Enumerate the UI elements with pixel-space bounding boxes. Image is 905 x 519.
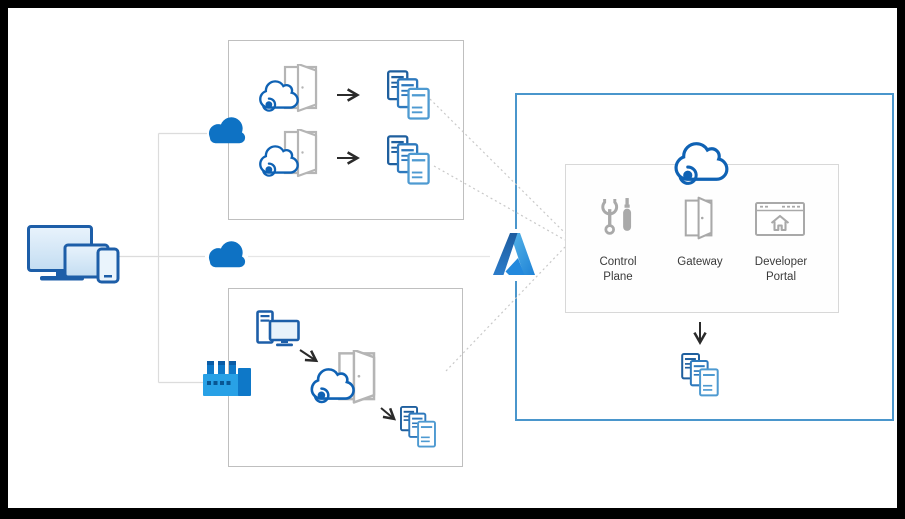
developer-portal-label: Developer Portal	[754, 256, 808, 283]
tools-icon	[600, 196, 637, 238]
azure-logo	[493, 233, 535, 275]
api-stack-icon	[387, 135, 431, 189]
door-icon	[683, 196, 716, 240]
api-management-cloud-icon	[673, 139, 730, 186]
gateway-label: Gateway	[677, 256, 723, 268]
desktop-computer-icon	[256, 310, 300, 348]
browser-home-icon	[755, 202, 805, 236]
cloud-icon	[206, 240, 249, 268]
devices-icon	[27, 225, 120, 291]
factory-icon	[202, 360, 252, 400]
self-hosted-gateway-icon	[308, 350, 382, 408]
cloud-icon	[206, 116, 249, 144]
api-stack-icon	[681, 353, 720, 400]
self-hosted-gateway-icon	[258, 129, 322, 181]
api-stack-icon	[400, 406, 437, 451]
api-stack-icon	[387, 70, 431, 124]
self-hosted-gateway-icon	[258, 64, 322, 116]
control-plane-label: Control Plane	[599, 256, 637, 283]
